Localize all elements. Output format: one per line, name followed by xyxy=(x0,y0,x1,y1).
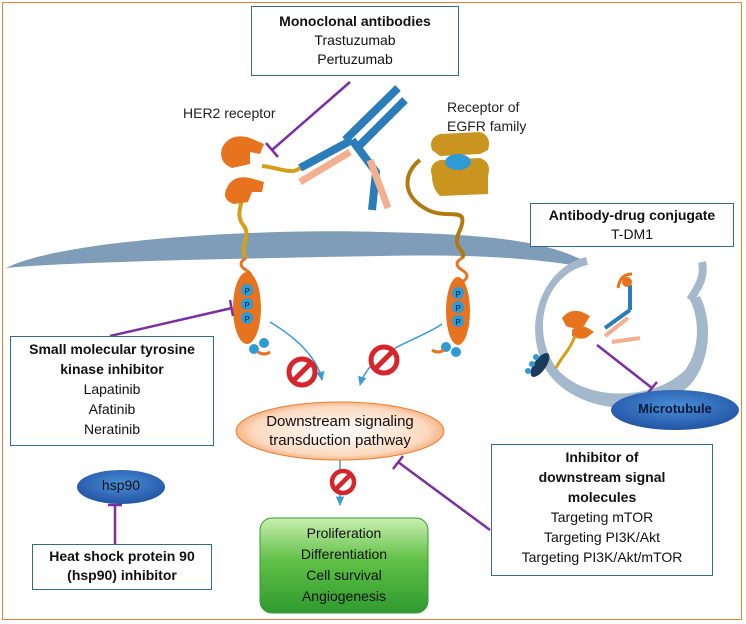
drug-name: Neratinib xyxy=(83,421,141,437)
drug-name: T-DM1 xyxy=(611,226,653,242)
target-item: Targeting PI3K/Akt/mTOR xyxy=(521,549,683,565)
hsp90-label: hsp90 xyxy=(101,477,141,493)
target-item: Targeting mTOR xyxy=(550,509,654,525)
phospho-label: P xyxy=(244,301,249,310)
cell-membrane xyxy=(6,231,587,268)
block-signs xyxy=(286,344,400,496)
adc-box: Antibody-drug conjugate T-DM1 xyxy=(530,203,734,247)
hsp90-inhibitor-box: Heat shock protein 90 (hsp90) inhibitor xyxy=(32,544,212,590)
phospho-label: P xyxy=(455,290,460,299)
antibody-drug-conjugate-complex xyxy=(525,272,641,377)
downstream-inhibitor-box: Inhibitor of downstream signal molecules… xyxy=(491,444,713,576)
drug-name: Pertuzumab xyxy=(317,51,393,67)
target-item: Targeting PI3K/Akt xyxy=(544,529,660,545)
her2-receptor: P P P xyxy=(221,136,302,356)
hsp90-node xyxy=(77,470,165,504)
her2-receptor-label: HER2 receptor xyxy=(183,105,276,121)
phospho-label: P xyxy=(455,318,460,327)
drug-name: Afatinib xyxy=(88,401,136,417)
block-icon xyxy=(329,468,357,496)
drug-name: Lapatinib xyxy=(83,381,141,397)
downstream-pathway-node xyxy=(235,401,445,461)
outcomes-box xyxy=(259,517,429,614)
block-icon xyxy=(368,344,400,376)
box-title: kinase inhibitor xyxy=(60,361,164,377)
egfr-receptor: P P P xyxy=(405,132,489,357)
tki-box: Small molecular tyrosine kinase inhibito… xyxy=(10,336,214,446)
monoclonal-antibodies-box: Monoclonal antibodies Trastuzumab Pertuz… xyxy=(251,6,459,76)
phospho-label: P xyxy=(244,287,249,296)
drug-name: Trastuzumab xyxy=(314,32,396,48)
downstream-pathway-label: Downstream signaling transduction pathwa… xyxy=(266,413,414,449)
box-title: Monoclonal antibodies xyxy=(279,13,431,29)
box-title: Antibody-drug conjugate xyxy=(548,207,716,223)
inhibition-lines xyxy=(108,81,658,544)
microtubule-node xyxy=(611,390,739,430)
egfr-receptor-label: Receptor of EGFR family xyxy=(447,99,527,134)
phospho-label: P xyxy=(244,315,249,324)
phospho-label: P xyxy=(455,304,460,313)
microtubule-label: Microtubule xyxy=(638,401,712,416)
outcomes-label: Proliferation Differentiation Cell survi… xyxy=(300,525,388,604)
box-title: Small molecular tyrosine xyxy=(29,341,195,357)
block-icon xyxy=(286,356,318,388)
antibody-trastuzumab xyxy=(298,85,408,211)
